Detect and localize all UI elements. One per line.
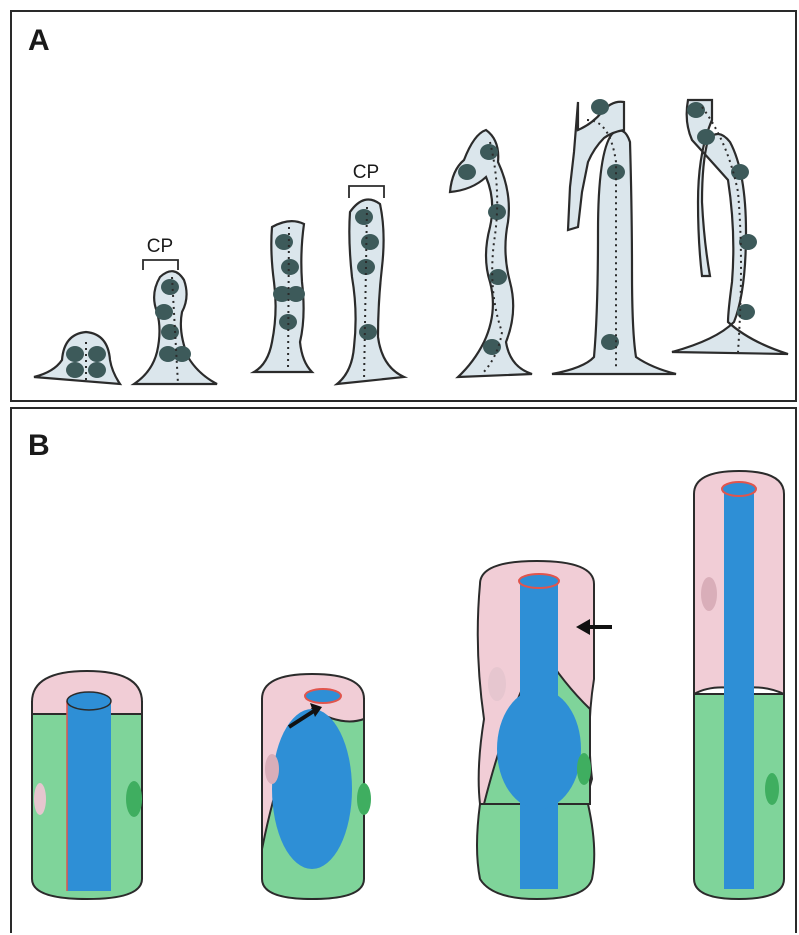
- panel-b: B: [10, 407, 797, 933]
- sprout-stage-7: [672, 100, 788, 354]
- vessel-tube-diagram: [12, 409, 799, 935]
- sprout-stage-1: [34, 332, 120, 384]
- vessel-tube-4: [694, 471, 784, 899]
- panel-a: A CP CP: [10, 10, 797, 402]
- vessel-tube-1: [32, 671, 142, 899]
- vessel-tube-3: [477, 561, 612, 899]
- cp-label-1: CP: [147, 236, 173, 257]
- sprout-stage-3: [254, 221, 312, 372]
- sprouting-sequence-diagram: CP CP: [12, 12, 799, 404]
- cp-label-2: CP: [353, 162, 379, 183]
- sprout-stage-6: [552, 99, 676, 374]
- sprout-stage-4: CP: [337, 162, 404, 384]
- sprout-stage-2: CP: [134, 236, 217, 384]
- sprout-stage-5: [450, 130, 532, 377]
- vessel-tube-2: [262, 674, 371, 899]
